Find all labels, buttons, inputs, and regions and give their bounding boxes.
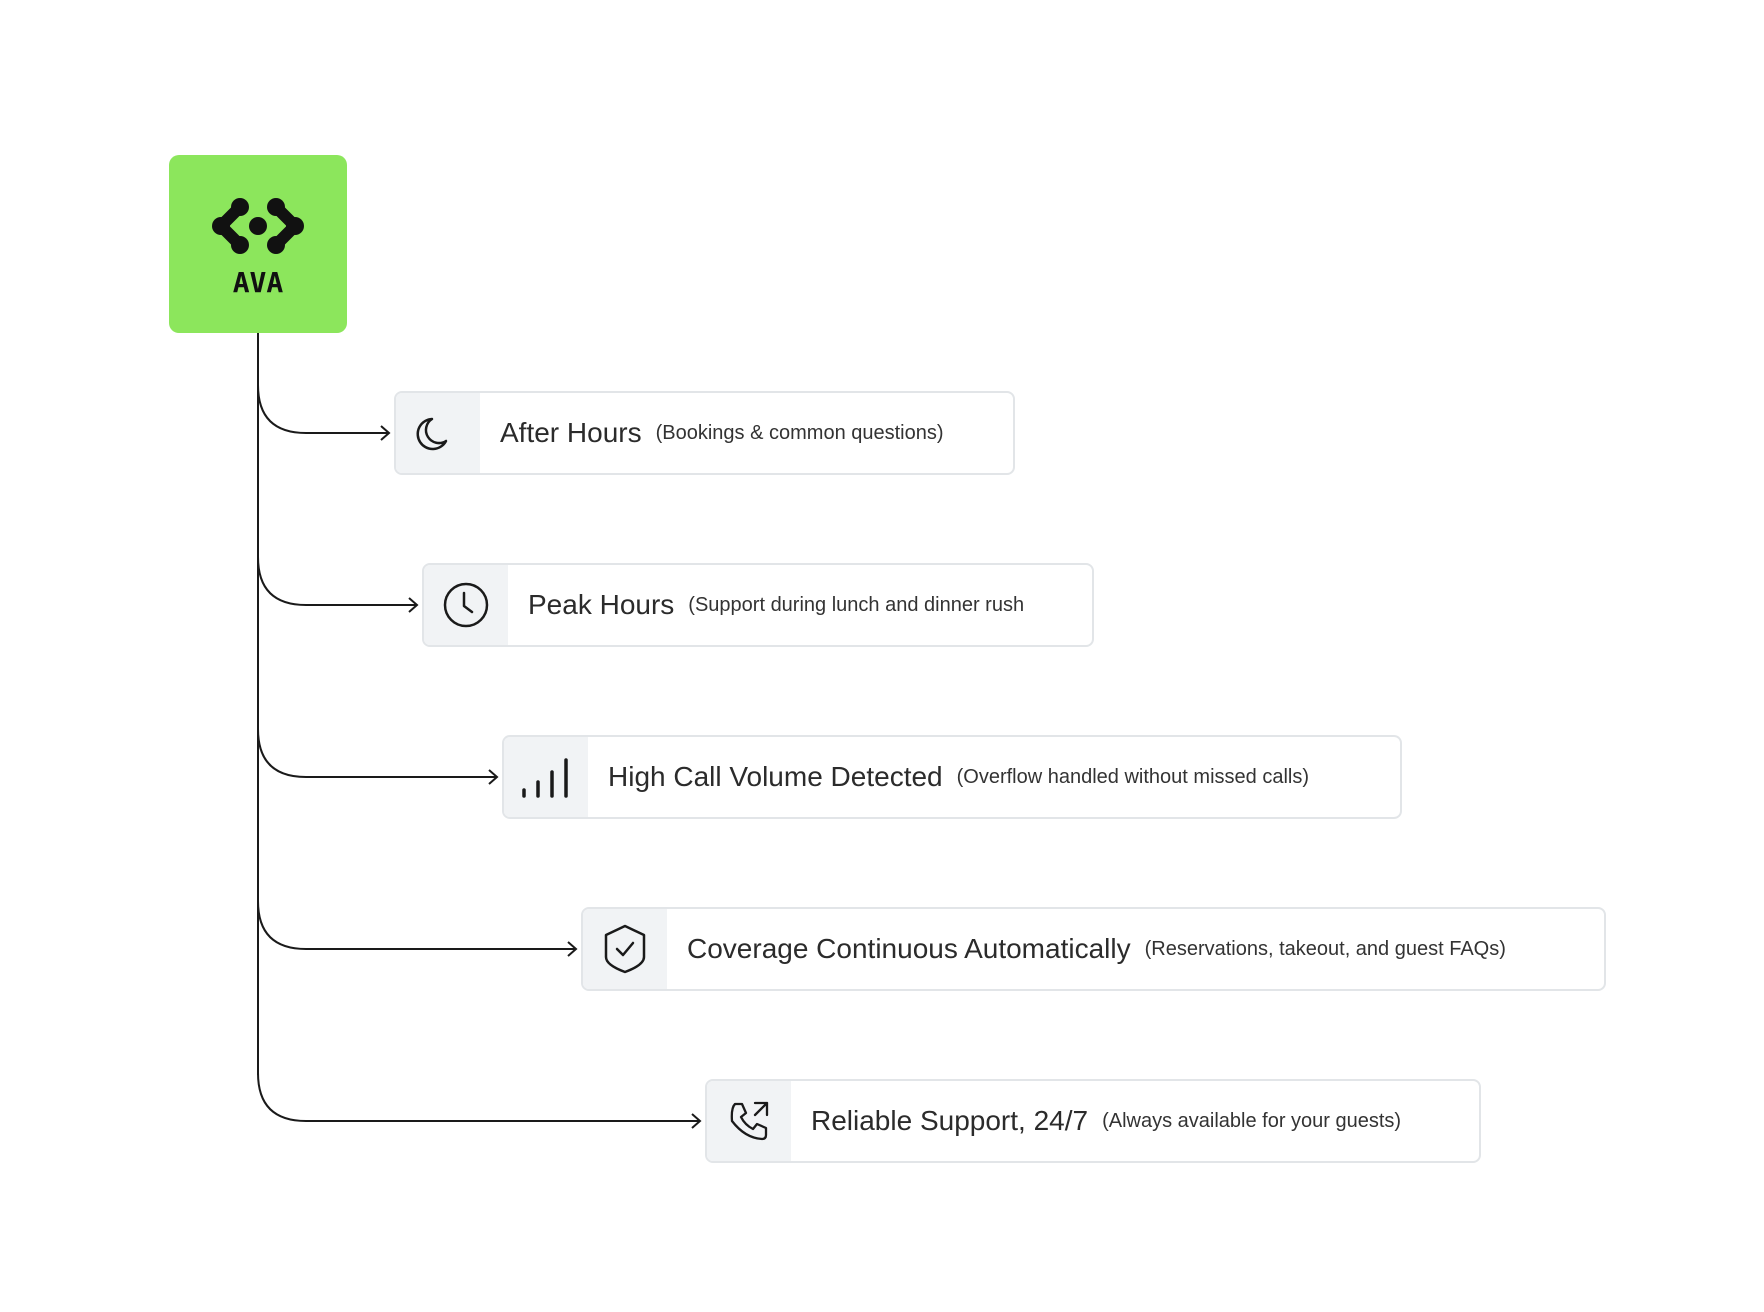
connector-coverage (257, 900, 576, 950)
card-coverage-continuous: Coverage Continuous Automatically (Reser… (581, 907, 1606, 991)
ava-logo: AVA (169, 155, 347, 333)
clock-icon (442, 581, 490, 629)
svg-text:AVA: AVA (233, 269, 284, 295)
card-subtitle: (Support during lunch and dinner rush (688, 593, 1025, 616)
arrowhead-coverage (567, 941, 578, 957)
card-text: High Call Volume Detected (Overflow hand… (588, 737, 1329, 817)
card-icon-cell (504, 737, 588, 817)
shield-check-icon (602, 923, 648, 975)
signal-bars-icon (520, 756, 572, 798)
arrowhead-peak-hours (408, 597, 419, 613)
moon-icon (416, 411, 460, 455)
arrowhead-after-hours (380, 425, 391, 441)
arrowhead-high-call-volume (488, 769, 499, 785)
card-text: After Hours (Bookings & common questions… (480, 393, 964, 473)
connector-high-call-volume (257, 728, 497, 778)
ava-logo-icon (212, 198, 304, 254)
card-title: Peak Hours (528, 589, 675, 620)
card-title: High Call Volume Detected (608, 761, 943, 792)
card-subtitle: (Always available for your guests) (1102, 1109, 1402, 1132)
card-reliable-support: Reliable Support, 24/7 (Always available… (705, 1079, 1481, 1163)
card-icon-cell (707, 1081, 791, 1161)
card-title: After Hours (500, 417, 642, 448)
card-subtitle: (Bookings & common questions) (655, 421, 944, 444)
connector-peak-hours (257, 556, 417, 606)
arrowhead-reliable-support (691, 1113, 702, 1129)
ava-wordmark: AVA (233, 269, 284, 295)
card-text: Peak Hours (Support during lunch and din… (508, 565, 1044, 645)
card-subtitle: (Reservations, takeout, and guest FAQs) (1144, 937, 1506, 960)
card-icon-cell (396, 393, 480, 473)
card-title: Reliable Support, 24/7 (811, 1105, 1089, 1136)
card-peak-hours: Peak Hours (Support during lunch and din… (422, 563, 1094, 647)
card-after-hours: After Hours (Bookings & common questions… (394, 391, 1015, 475)
connector-reliable-support (257, 1072, 700, 1122)
card-text: Coverage Continuous Automatically (Reser… (667, 909, 1526, 989)
card-text: Reliable Support, 24/7 (Always available… (791, 1081, 1421, 1161)
phone-incoming-icon (727, 1099, 771, 1143)
card-high-call-volume: High Call Volume Detected (Overflow hand… (502, 735, 1402, 819)
card-title: Coverage Continuous Automatically (687, 933, 1131, 964)
card-icon-cell (583, 909, 667, 989)
connector-after-hours (257, 384, 389, 434)
card-subtitle: (Overflow handled without missed calls) (956, 765, 1309, 788)
card-icon-cell (424, 565, 508, 645)
